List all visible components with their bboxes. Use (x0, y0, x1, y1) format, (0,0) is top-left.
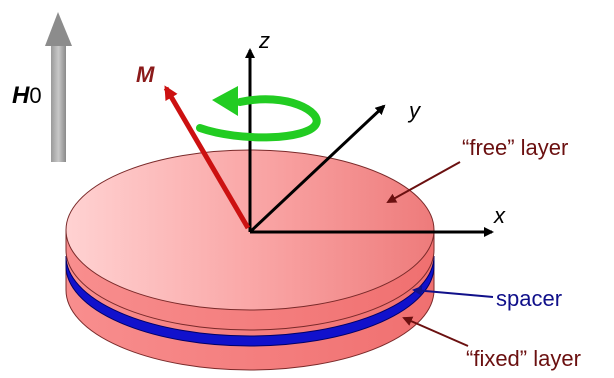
y-axis-label: y (407, 98, 422, 123)
fixed-layer-pointer (402, 316, 469, 347)
field-symbol: H (12, 82, 30, 109)
spacer-pointer (412, 285, 494, 298)
z-axis-label: z (258, 28, 270, 53)
x-axis-label: x (493, 203, 506, 228)
magnetization-label: M (136, 62, 155, 87)
fixed-layer-label: “fixed” layer (466, 346, 581, 371)
magnetization-arrow (163, 85, 251, 230)
free-layer-label: “free” layer (462, 135, 568, 160)
field-subscript: 0 (29, 83, 41, 108)
precession-arrow (196, 86, 321, 142)
spacer-layer (65, 255, 435, 347)
field-label: H0 (12, 82, 42, 109)
free-layer-pointer (386, 161, 461, 203)
y-axis (248, 104, 386, 234)
spacer-label: spacer (496, 286, 562, 311)
field-arrow (45, 12, 72, 162)
